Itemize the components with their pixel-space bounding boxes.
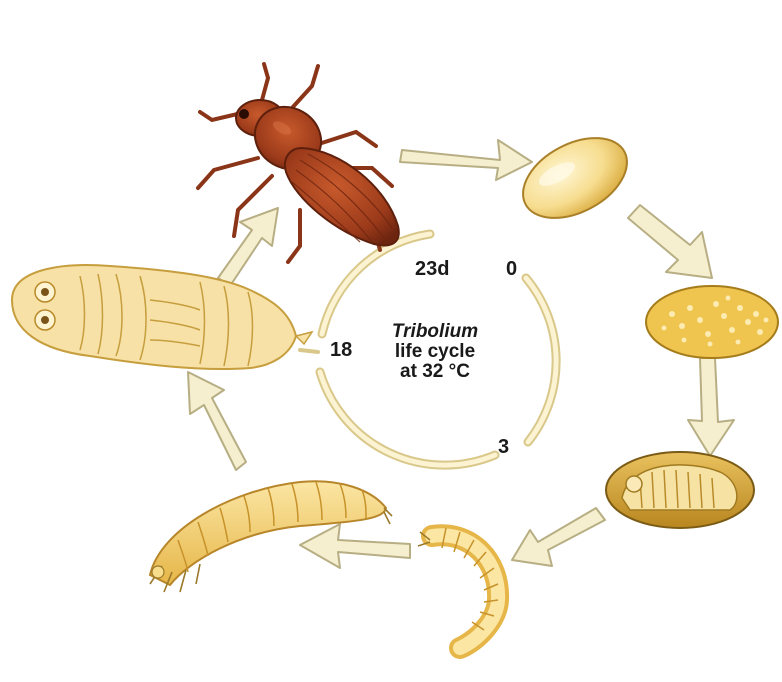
center-line-3: at 32 °C <box>360 362 510 382</box>
arrow-embryo-to-young-larva-icon <box>512 508 605 566</box>
arrow-young-larva-to-mature-larva-icon <box>300 524 410 568</box>
beetle-icon <box>198 64 399 262</box>
ring-arc-pupa <box>322 234 430 334</box>
arrow-pupa-to-adult-icon <box>218 208 278 286</box>
pupa-icon <box>12 265 312 369</box>
large-larva-icon <box>150 481 392 592</box>
day-label-egg-end: 3 <box>498 436 509 459</box>
egg-icon <box>510 122 641 235</box>
dotted-egg-icon <box>646 286 778 358</box>
diagram-center-title: Tribolium life cycle at 32 °C <box>360 322 510 382</box>
day-label-cycle-end: 23d <box>415 258 449 281</box>
arrow-larva-to-pupa-icon <box>188 372 246 470</box>
center-genus: Tribolium <box>360 322 510 342</box>
arrow-adult-to-egg-icon <box>400 140 532 180</box>
arrow-egg-to-dotted-egg-icon <box>628 205 712 278</box>
day-label-start: 0 <box>506 258 517 281</box>
day-label-larva-end: 18 <box>330 339 352 362</box>
ring-ticks <box>300 350 318 352</box>
small-larva-icon <box>418 528 498 648</box>
center-line-2: life cycle <box>360 342 510 362</box>
arrow-dotted-egg-to-embryo-icon <box>688 358 734 456</box>
embryo-in-egg-icon <box>606 452 754 528</box>
